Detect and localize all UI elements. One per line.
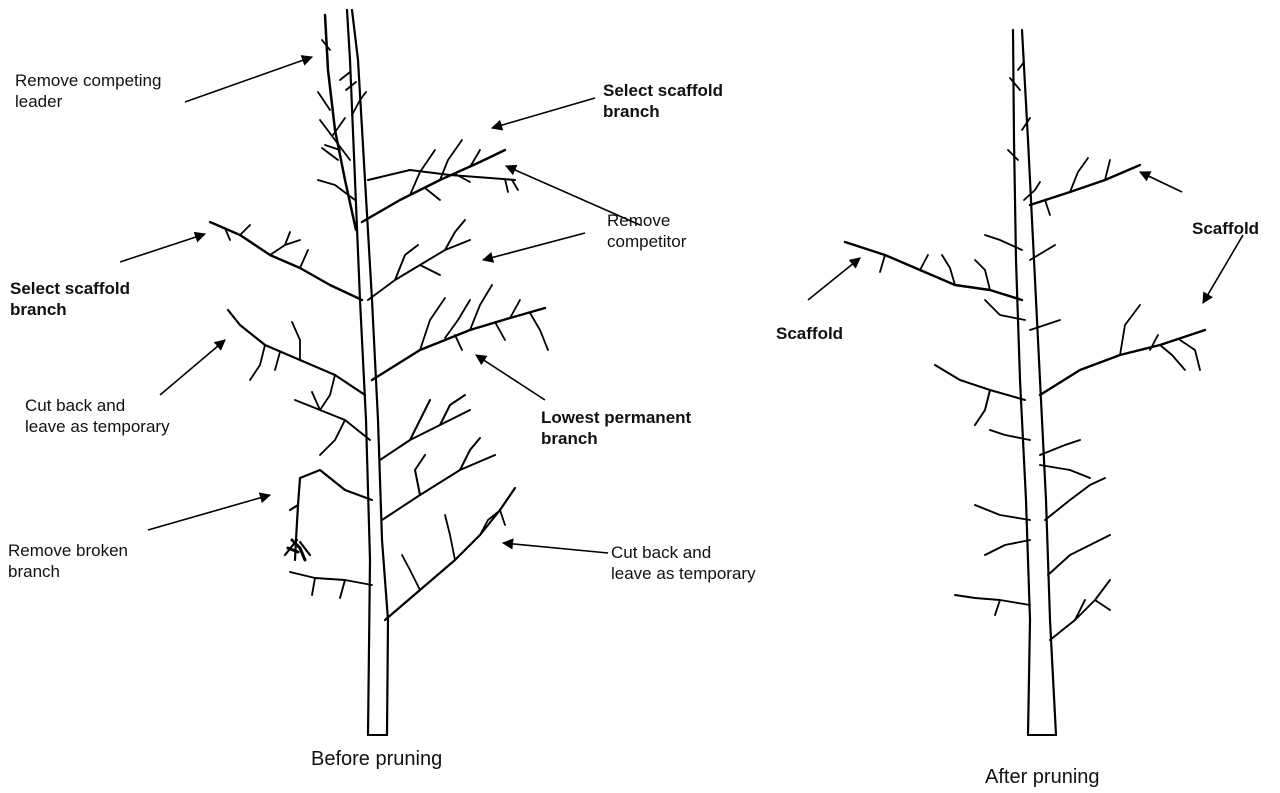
arrow-lowest-permanent [476,355,545,400]
before-scaffold-top [362,150,505,222]
arrow-broken [148,495,270,530]
label-scaffold-left: Scaffold [776,323,843,344]
after-tree [845,30,1205,735]
arrows [120,57,1243,553]
label-remove-competitor: Remove competitor [607,210,686,252]
arrow-competing-leader [185,57,312,102]
label-remove-competing-leader: Remove competing leader [15,70,161,112]
arrow-remove-competitor-2 [483,233,585,260]
arrow-scaffold-left [120,234,205,262]
label-remove-broken: Remove broken branch [8,540,128,582]
caption-before: Before pruning [311,748,442,771]
after-scaffold-top [1030,165,1140,205]
label-lowest-permanent: Lowest permanent branch [541,407,691,449]
arrow-after-scaffold-down [1203,235,1243,303]
arrow-after-scaffold-left [808,258,860,300]
label-scaffold-right: Scaffold [1192,218,1259,239]
label-select-scaffold-left: Select scaffold branch [10,278,130,320]
before-scaffold-left [210,222,362,300]
before-cutback-right [385,488,515,620]
before-cutback-left [228,310,365,395]
label-select-scaffold-top: Select scaffold branch [603,80,723,122]
arrow-after-scaffold-right [1140,172,1182,192]
before-tree [210,10,548,735]
arrow-cutback-left [160,340,225,395]
label-cut-back-left: Cut back and leave as temporary [25,395,170,437]
after-trunk [1013,30,1056,735]
after-scaffold-left [845,242,1022,300]
caption-after: After pruning [985,766,1100,789]
label-cut-back-right: Cut back and leave as temporary [611,542,756,584]
arrow-scaffold-top [492,98,595,128]
arrow-cutback-right [503,543,608,553]
